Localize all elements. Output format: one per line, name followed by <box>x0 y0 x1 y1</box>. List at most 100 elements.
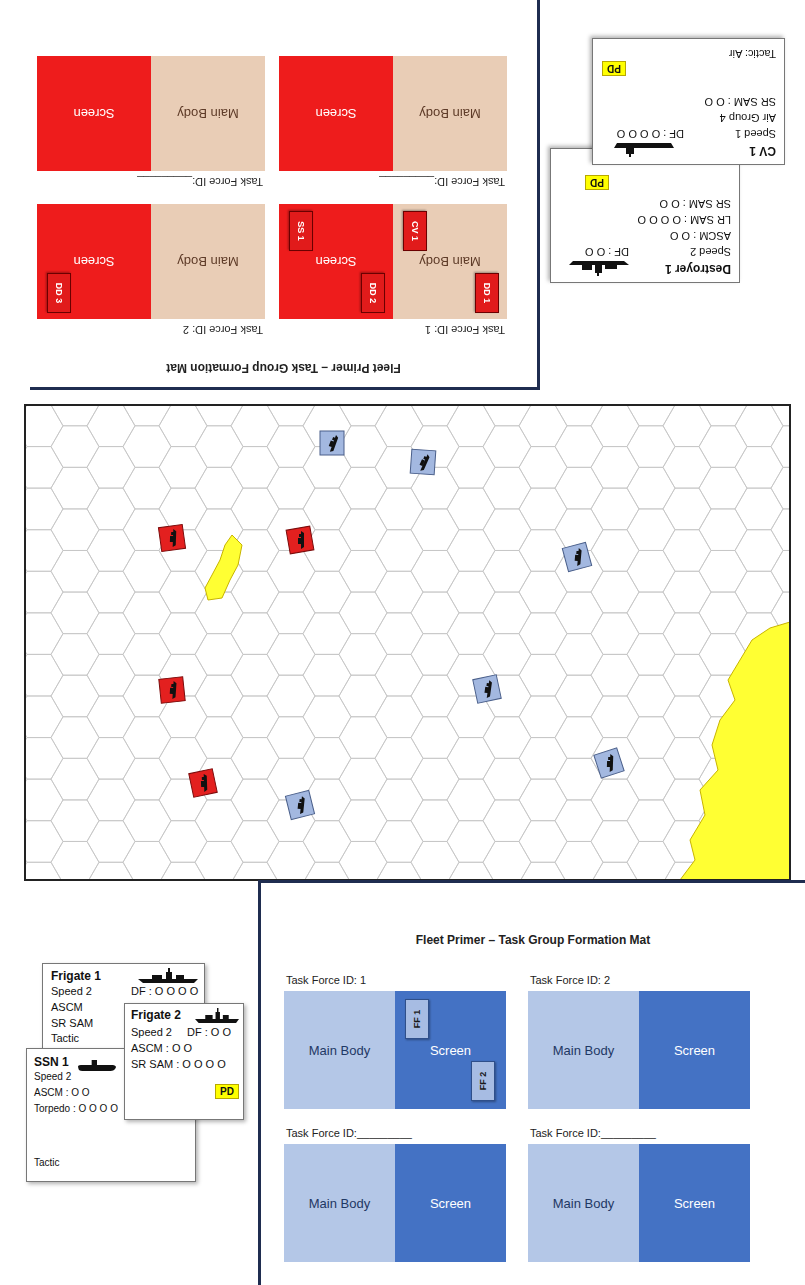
hex-cell <box>87 738 135 780</box>
hex-cell <box>447 779 495 821</box>
ship-silhouette <box>195 1008 239 1024</box>
unit-counter: CV 1 <box>403 211 427 251</box>
card-text: SR SAM : O O <box>659 198 731 210</box>
text-slot: ASCM : O O <box>34 1087 90 1098</box>
zone-label: Main Body <box>177 254 238 269</box>
zone-label: Main Body <box>309 1196 370 1211</box>
ship-card: PDDestroyer 1Speed 2DF : O OASCM : O OLR… <box>550 148 740 283</box>
card-text: Frigate 2 <box>131 1008 181 1022</box>
hex-cell <box>591 613 639 655</box>
text-slot: FF 1 <box>412 1010 422 1029</box>
screen-zone: Screen <box>639 991 750 1109</box>
pd-badge: PD <box>602 61 626 76</box>
text-slot: Screen <box>315 254 356 269</box>
ship-silhouette-shape <box>78 1060 116 1071</box>
counter-label: FF 2 <box>478 1072 488 1091</box>
hex-cell <box>87 779 135 821</box>
hex-cell <box>25 447 63 489</box>
hex-cell <box>411 634 459 676</box>
blue-counter <box>320 431 344 455</box>
hex-cell <box>87 613 135 655</box>
hex-cell <box>195 717 243 759</box>
text-slot: Main Body <box>553 1043 614 1058</box>
hex-cell <box>87 405 135 447</box>
hex-cell <box>267 592 315 634</box>
zone-label: Main Body <box>553 1196 614 1211</box>
hex-cell <box>627 509 675 551</box>
screen-zone: Screen <box>279 56 393 171</box>
counter-label: DD 3 <box>54 283 64 304</box>
text-slot: ASCM <box>51 1001 83 1013</box>
card-text: LR SAM : O O O O <box>637 214 731 226</box>
card-text: Tactic <box>51 1032 79 1044</box>
zone-label: PD <box>607 63 621 74</box>
hex-cell <box>87 654 135 696</box>
task-force-panel: Main BodyScreenTask Force ID:_________ <box>279 56 507 189</box>
card-text: CV 1 <box>749 144 776 158</box>
ship-silhouette <box>77 1057 117 1073</box>
hex-cell <box>25 862 63 880</box>
card-text: SR SAM : O O O O <box>131 1058 226 1070</box>
hex-cell <box>25 613 63 655</box>
hex-cell <box>375 821 423 863</box>
hex-cell <box>519 821 567 863</box>
hex-cell <box>447 488 495 530</box>
map-frame <box>25 405 790 880</box>
task-force-panel: Main BodyScreenTask Force ID:_________ <box>528 1126 750 1262</box>
hex-cell <box>231 821 279 863</box>
hex-cell <box>663 447 711 489</box>
ship-silhouette-shape <box>569 261 629 276</box>
text-slot: Main Body <box>177 106 238 121</box>
hex-cell <box>591 779 639 821</box>
hex-cell <box>663 571 711 613</box>
hex-cell <box>231 696 279 738</box>
hex-cell <box>267 426 315 468</box>
text-slot: DF : O O <box>187 1026 231 1038</box>
hex-cell <box>447 447 495 489</box>
hex-cell <box>123 800 171 842</box>
mat-title: Fleet Primer – Task Group Formation Mat <box>416 933 651 947</box>
hex-cell <box>627 800 675 842</box>
pd-badge: PD <box>215 1084 239 1099</box>
main-body-zone: DD 1CV 1Main Body <box>393 204 507 319</box>
text-slot: LR SAM : O O O O <box>637 214 731 226</box>
hex-cell <box>339 592 387 634</box>
hex-cell <box>411 550 459 592</box>
hex-cell <box>303 821 351 863</box>
ship-silhouette <box>569 260 629 276</box>
zone-label: Screen <box>674 1196 715 1211</box>
text-slot: DD 3 <box>54 283 64 304</box>
text-slot: SSN 1 <box>34 1055 69 1069</box>
hex-cell <box>339 550 387 592</box>
hex-cell <box>267 467 315 509</box>
hex-cell <box>375 405 423 447</box>
hex-cell <box>87 530 135 572</box>
text-slot: Task Force ID:_________ <box>137 176 263 188</box>
zone-label: PD <box>590 177 604 188</box>
card-text: Destroyer 1 <box>665 262 731 276</box>
hex-cell <box>123 592 171 634</box>
hex-cell <box>447 696 495 738</box>
card-text: Speed 2 <box>690 246 731 258</box>
hex-cell <box>627 758 675 800</box>
card-text: DF : O O <box>187 1026 231 1038</box>
hex-cell <box>51 758 99 800</box>
hex-cell <box>519 405 567 447</box>
blue-counter <box>473 675 501 703</box>
text-slot: Air Group 4 <box>720 112 776 124</box>
text-slot: Speed 2 <box>34 1071 71 1082</box>
hex-cell <box>159 488 207 530</box>
text-slot: SR SAM : O O <box>659 198 731 210</box>
text-slot: ASCM : O O <box>131 1042 192 1054</box>
hex-cell <box>303 696 351 738</box>
card-text: Speed 2 <box>51 985 92 997</box>
hex-cell <box>123 467 171 509</box>
zone-label: Main Body <box>553 1043 614 1058</box>
text-slot: Speed 1 <box>735 128 776 140</box>
hex-cell <box>627 405 675 426</box>
hex-cell <box>51 717 99 759</box>
hex-cell <box>519 447 567 489</box>
hex-cell <box>699 509 747 551</box>
hex-cell <box>627 550 675 592</box>
